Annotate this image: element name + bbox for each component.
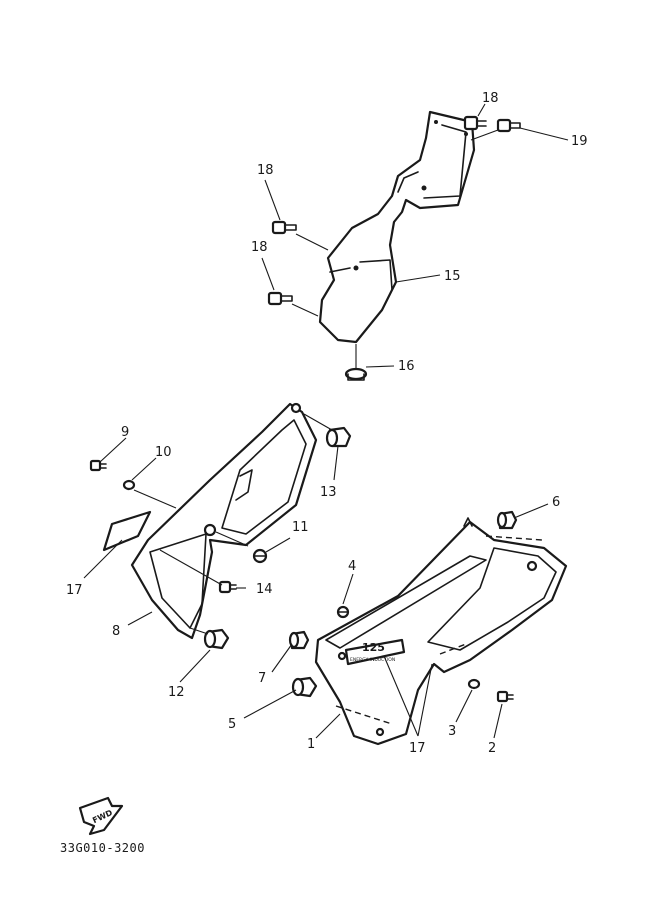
damper-part-13 [325,426,352,448]
callout-17-right: 17 [409,741,426,756]
callout-17-left: 17 [66,583,83,598]
callout-18-low: 18 [251,240,268,255]
emblem-number: 125 [362,641,385,654]
fwd-direction-marker: FWD [78,796,124,836]
callout-6: 6 [552,495,560,510]
bolt-part-18-low [267,291,293,306]
collar-part-4 [336,605,350,619]
bolt-part-18-top [463,115,487,131]
callout-2: 2 [488,741,496,756]
bolt-part-14 [218,580,237,594]
callout-13: 13 [320,485,337,500]
callout-12: 12 [168,685,185,700]
screw-part-2 [496,690,514,703]
callout-3: 3 [448,724,456,739]
callout-18-top: 18 [482,91,499,106]
emblem-part-17-right: 125 ENERGY INDUCTION [344,638,406,666]
damper-part-5 [291,676,318,698]
callout-4: 4 [348,559,356,574]
emblem-part-17-left [102,510,152,552]
callout-10: 10 [155,445,172,460]
callout-5: 5 [228,717,236,732]
screw-part-9 [89,459,107,472]
bolt-part-19 [496,118,521,133]
washer-part-10 [122,479,136,491]
side-cover-part-1 [314,517,568,746]
callout-19: 19 [571,134,588,149]
callout-16: 16 [398,359,415,374]
damper-part-12 [203,628,230,650]
bolt-part-18-mid [271,220,297,235]
drawing-number: 33G010-3200 [60,841,145,855]
callout-14: 14 [256,582,273,597]
grommet-part-16 [344,367,368,381]
callout-7: 7 [258,671,266,686]
emblem-caption: ENERGY INDUCTION [350,657,395,663]
damper-part-6 [496,510,518,530]
callout-8: 8 [112,624,120,639]
bracket-part-15 [318,110,476,344]
callout-18-mid: 18 [257,163,274,178]
callout-11: 11 [292,520,309,535]
washer-part-3 [467,678,481,690]
callout-9: 9 [121,425,129,440]
collar-part-11 [252,548,268,564]
callout-1: 1 [307,737,315,752]
damper-part-7 [288,630,310,650]
callout-15: 15 [444,269,461,284]
side-cover-part-8 [130,402,318,640]
